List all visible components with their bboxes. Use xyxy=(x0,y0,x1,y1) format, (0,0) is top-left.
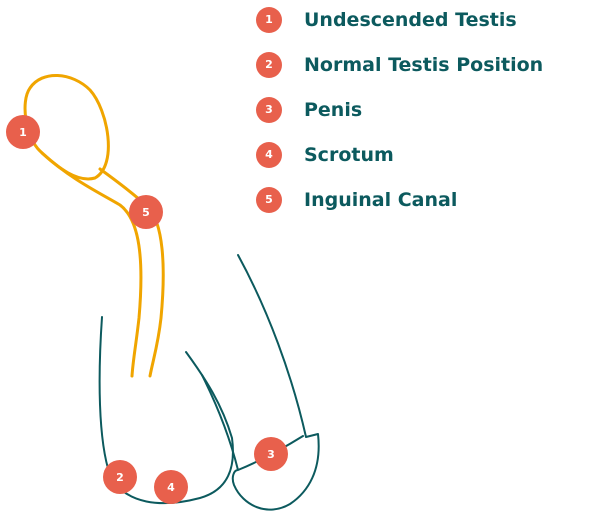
legend: 1 Undescended Testis 2 Normal Testis Pos… xyxy=(256,6,592,231)
legend-label: Inguinal Canal xyxy=(304,189,457,211)
marker-normal-testis-position: 2 xyxy=(103,460,137,494)
svg-text:4: 4 xyxy=(167,481,175,494)
legend-number-badge: 1 xyxy=(256,7,282,33)
legend-item-undescended-testis: 1 Undescended Testis xyxy=(256,6,592,33)
legend-number-badge: 3 xyxy=(256,97,282,123)
legend-item-penis: 3 Penis xyxy=(256,96,592,123)
legend-label: Scrotum xyxy=(304,144,394,166)
marker-undescended-testis: 1 xyxy=(6,115,40,149)
legend-item-normal-testis-position: 2 Normal Testis Position xyxy=(256,51,592,78)
penis-outline xyxy=(202,255,319,510)
inguinal-canal-outer-line xyxy=(42,153,141,376)
legend-item-inguinal-canal: 5 Inguinal Canal xyxy=(256,186,592,213)
marker-penis: 3 xyxy=(254,437,288,471)
legend-label: Undescended Testis xyxy=(304,9,517,31)
svg-text:3: 3 xyxy=(267,448,275,461)
legend-number-badge: 2 xyxy=(256,52,282,78)
marker-inguinal-canal: 5 xyxy=(129,195,163,229)
svg-text:1: 1 xyxy=(19,126,27,139)
marker-scrotum: 4 xyxy=(154,470,188,504)
legend-label: Normal Testis Position xyxy=(304,54,543,76)
svg-text:2: 2 xyxy=(116,471,124,484)
legend-number-badge: 4 xyxy=(256,142,282,168)
legend-item-scrotum: 4 Scrotum xyxy=(256,141,592,168)
legend-number-badge: 5 xyxy=(256,187,282,213)
svg-text:5: 5 xyxy=(142,206,150,219)
legend-label: Penis xyxy=(304,99,362,121)
